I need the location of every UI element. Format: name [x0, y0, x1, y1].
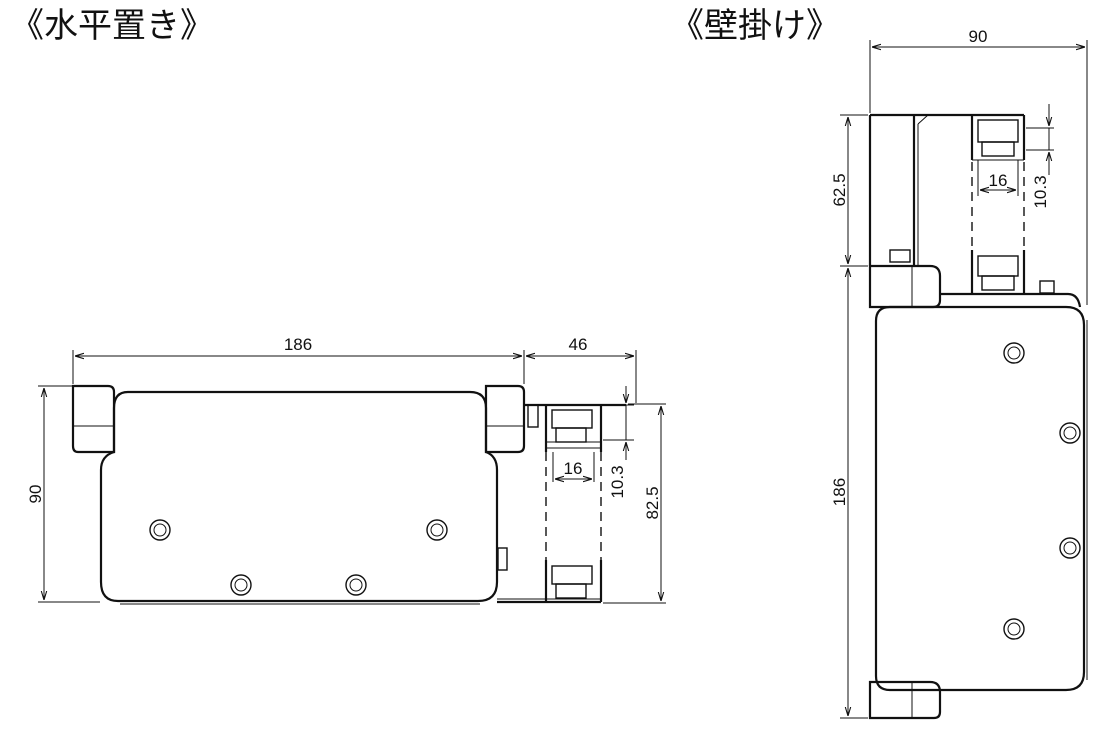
h-dim-right-height-label: 82.5	[643, 486, 662, 519]
w-dim-length: 186	[830, 268, 868, 719]
w-top-shoulder	[940, 292, 1082, 308]
h-screw-2	[426, 519, 448, 541]
w-bracket-plate	[868, 113, 1055, 294]
w-screw-2	[1059, 422, 1081, 444]
h-bracket-plate	[497, 403, 626, 604]
w-pipe-connector	[970, 115, 1026, 294]
w-screw-3	[1059, 537, 1081, 559]
h-right-foot	[484, 384, 526, 454]
h-screw-1	[149, 519, 171, 541]
w-dim-width-label: 90	[969, 27, 988, 46]
h-screw-4	[345, 574, 367, 596]
wall-view: 90 62.5 16 10.3 186	[830, 27, 1088, 720]
h-left-foot	[71, 384, 116, 454]
h-screw-3	[230, 574, 252, 596]
wall-view-title: 《壁掛け》	[670, 6, 840, 46]
w-dim-length-label: 186	[830, 478, 849, 506]
h-dim-width-label: 186	[284, 335, 312, 354]
h-dim-pipe-depth: 10.3	[603, 386, 634, 499]
h-dim-pipe-width: 16	[552, 452, 595, 482]
w-dim-pipe-depth: 10.3	[1026, 104, 1054, 209]
w-top-foot	[868, 264, 942, 309]
w-screw-1	[1003, 342, 1025, 364]
w-dim-pipe-width: 16	[977, 160, 1019, 196]
w-screw-4	[1003, 618, 1025, 640]
horizontal-view-title: 《水平置き》	[10, 6, 214, 46]
w-dim-pipe-width-label: 16	[989, 171, 1008, 190]
h-pipe-connector	[544, 405, 603, 602]
h-dim-height-label: 90	[26, 485, 45, 504]
h-dim-height: 90	[26, 385, 100, 603]
h-dim-right-height: 82.5	[603, 403, 666, 604]
h-dim-pipe-width-label: 16	[564, 459, 583, 478]
w-dim-pipe-depth-label: 10.3	[1031, 175, 1050, 208]
h-dim-pipe-depth-label: 10.3	[608, 465, 627, 498]
h-dim-bracket: 46	[526, 335, 637, 403]
w-bottom-foot	[868, 680, 942, 720]
w-main-body	[874, 305, 1086, 692]
horizontal-view: 186 46 90 16 10.3	[26, 335, 666, 605]
w-dim-top: 62.5	[830, 114, 868, 267]
h-main-body	[99, 390, 499, 603]
w-dim-top-label: 62.5	[830, 173, 849, 206]
h-dim-width: 186	[72, 335, 525, 384]
w-dim-width: 90	[869, 27, 1088, 305]
h-dim-bracket-label: 46	[569, 335, 588, 354]
